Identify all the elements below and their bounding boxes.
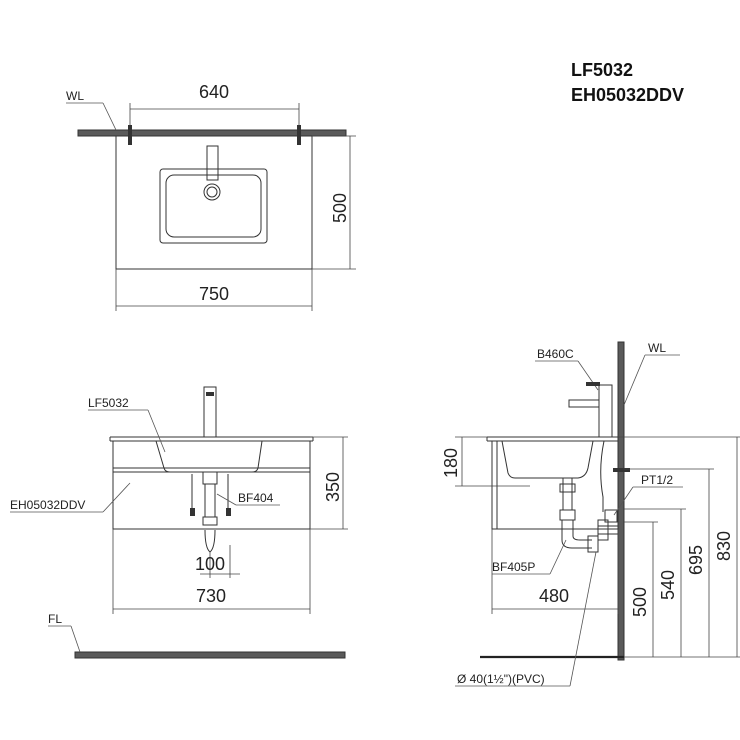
top-dim-640: 640 (199, 82, 229, 102)
front-dim-100: 100 (195, 554, 225, 574)
top-bracket-left (128, 125, 132, 145)
front-cabinet (112, 440, 311, 530)
side-dim-695: 695 (686, 545, 706, 575)
side-trap-icon (559, 509, 576, 521)
side-dim-500: 500 (630, 587, 650, 617)
front-cabinet-label: EH05032DDV (10, 498, 85, 512)
side-basin-bowl (501, 440, 594, 479)
front-drain-label: BF404 (238, 491, 274, 505)
top-wl-label: WL (66, 89, 84, 103)
front-drain-icon (202, 471, 218, 485)
side-trap-label: BF405P (492, 560, 535, 574)
front-dim-350: 350 (323, 472, 343, 502)
front-lavatory-label: LF5032 (88, 396, 129, 410)
side-dim-180: 180 (441, 448, 461, 478)
top-dim-750: 750 (199, 284, 229, 304)
front-fl-label: FL (48, 612, 62, 626)
top-faucet-icon (206, 145, 219, 181)
side-faucet-icon (598, 384, 613, 438)
front-basin-bowl (155, 440, 263, 473)
side-faucet-label: B460C (537, 347, 574, 361)
model-title-cabinet: EH05032DDV (571, 85, 684, 105)
side-dim-480: 480 (539, 586, 569, 606)
top-dim-500: 500 (330, 193, 350, 223)
top-drain-icon (203, 183, 221, 201)
top-wall (77, 129, 347, 137)
side-cabinet (491, 440, 619, 530)
side-view: B460C WL PT1/2 (441, 341, 740, 687)
model-title-lavatory: LF5032 (571, 60, 633, 80)
side-wl-label: WL (648, 341, 666, 355)
top-bracket-right (297, 125, 301, 145)
top-view: WL 640 500 750 (66, 82, 356, 311)
side-valve-label: PT1/2 (641, 473, 673, 487)
front-view: LF5032 EH05032DDV BF404 350 100 730 FL (10, 386, 348, 659)
top-basin-inner (165, 174, 262, 238)
side-dim-830: 830 (714, 531, 734, 561)
side-pipe-label: Ø 40(1½")(PVC) (457, 672, 545, 686)
front-floor (74, 651, 346, 659)
top-counter-outline (115, 135, 313, 270)
side-valve-icon (604, 509, 618, 523)
side-dim-540: 540 (658, 570, 678, 600)
front-dim-730: 730 (196, 586, 226, 606)
top-basin-outer (159, 168, 268, 244)
